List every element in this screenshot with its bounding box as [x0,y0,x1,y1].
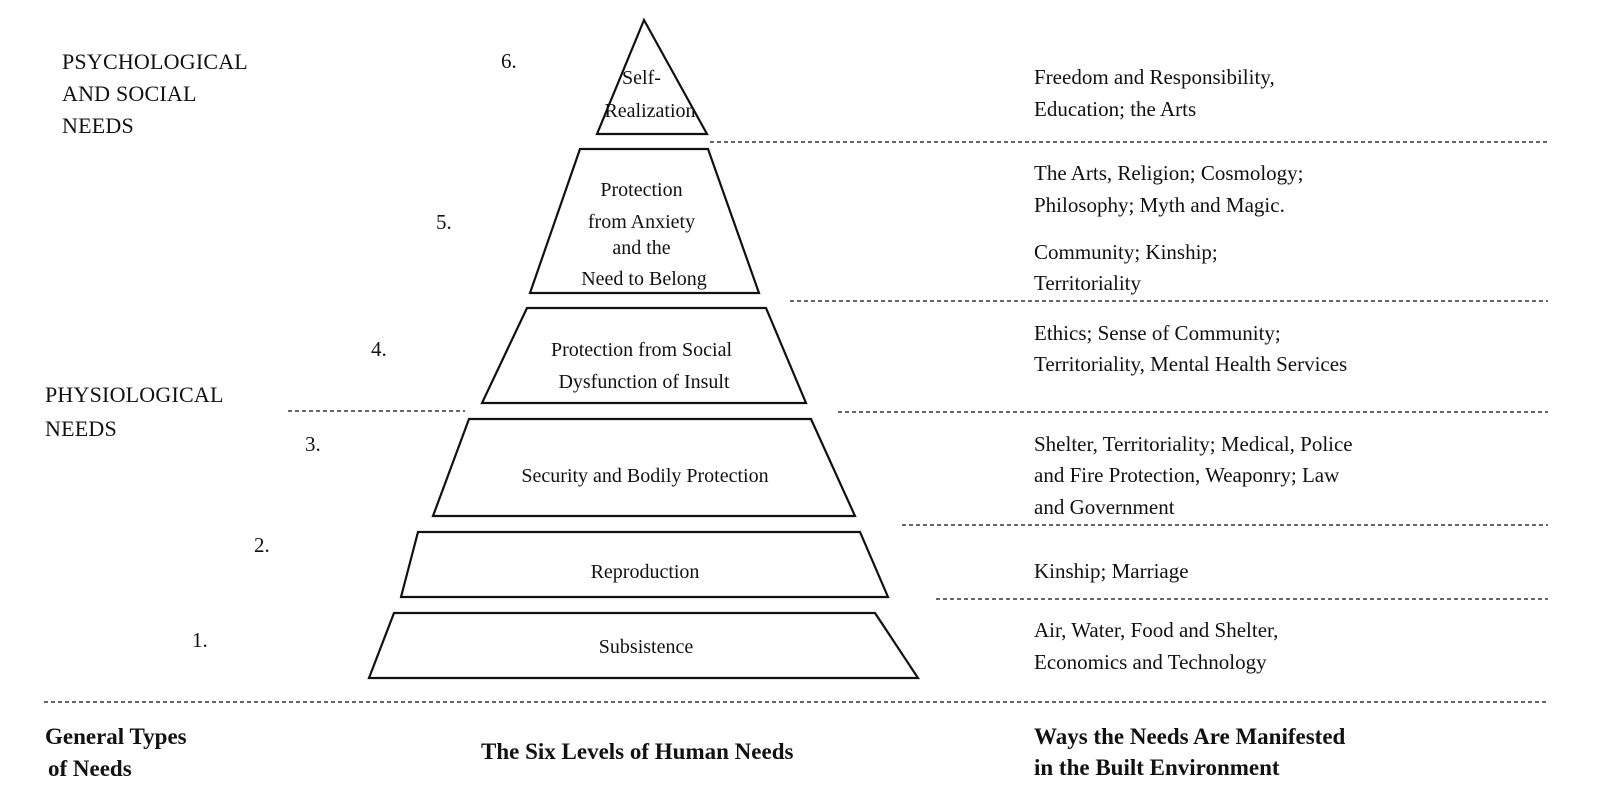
separators [44,141,1548,703]
ways-line: Ethics; Sense of Community; [1034,321,1281,345]
pyramid [367,17,921,680]
need-categories: PSYCHOLOGICAL AND SOCIAL NEEDS PHYSIOLOG… [45,49,253,441]
tier-shape-3 [431,417,857,518]
tier-label-line: and the [612,237,670,259]
caption-line: in the Built Environment [1034,755,1280,780]
ways-line: and Government [1034,495,1175,519]
level-number-2: 2. [254,533,270,557]
tier-shape-4 [480,306,808,405]
tier-label-5: Protection from Anxiety and the Need to … [581,179,707,290]
ways-line: The Arts, Religion; Cosmology; [1034,161,1304,185]
tier-label-3: Security and Bodily Protection [521,465,768,487]
tier-label-line: Subsistence [599,636,694,658]
column-captions: General Types of Needs The Six Levels of… [45,724,1351,781]
ways-line: Shelter, Territoriality; Medical, Police [1034,432,1353,456]
tier-shape-6 [595,17,709,136]
tier-label-line: Self- [622,67,661,89]
tier-shape-2 [399,530,890,599]
ways-line: Air, Water, Food and Shelter, [1034,618,1278,642]
category-line: PHYSIOLOGICAL [45,382,223,407]
tier-label-line: Need to Belong [581,268,707,290]
tier-label-1: Subsistence [599,636,694,658]
caption-line: General Types [45,724,187,749]
ways-line: and Fire Protection, Weaponry; Law [1034,463,1340,487]
ways-line: Territoriality [1034,271,1141,295]
ways-line: Kinship; Marriage [1034,559,1189,583]
level-number-5: 5. [436,210,452,234]
tier-shape-1 [367,611,921,680]
ways-line: Community; Kinship; [1034,240,1218,264]
tier-label-line: Security and Bodily Protection [521,465,768,487]
category-physiological: PHYSIOLOGICAL NEEDS [45,382,229,441]
tier-label-2: Reproduction [591,561,700,583]
ways-line: Education; the Arts [1034,97,1196,121]
ways-level-6: Freedom and Responsibility, Education; t… [1034,65,1280,121]
ways-line: Freedom and Responsibility, [1034,65,1275,89]
category-line: NEEDS [62,113,134,138]
level-number-3: 3. [305,432,321,456]
caption-line: Ways the Needs Are Manifested [1034,724,1346,749]
ways-line: Philosophy; Myth and Magic. [1034,193,1285,217]
ways-level-3: Shelter, Territoriality; Medical, Police… [1034,432,1358,519]
tier-label-line: Dysfunction of Insult [558,371,730,393]
caption-general-types: General Types of Needs [45,724,192,781]
caption-line: The Six Levels of Human Needs [481,739,793,764]
category-line: NEEDS [45,416,117,441]
ways-line: Territoriality, Mental Health Services [1034,352,1347,376]
caption-line: of Needs [48,756,132,781]
tier-label-line: Protection from Social [551,339,733,361]
ways-level-1: Air, Water, Food and Shelter, Economics … [1034,618,1284,674]
ways-level-2: Kinship; Marriage [1034,559,1189,583]
tier-shape-5 [528,147,761,295]
ways-line: Economics and Technology [1034,650,1267,674]
tier-label-4: Protection from Social Dysfunction of In… [551,339,737,393]
category-line: AND SOCIAL [62,81,196,106]
ways-level-4: Ethics; Sense of Community; Territoriali… [1034,321,1347,376]
level-numbers: 6. 5. 4. 3. 2. 1. [192,49,517,652]
level-number-1: 1. [192,628,208,652]
tier-label-line: Reproduction [591,561,700,583]
category-line: PSYCHOLOGICAL [62,49,247,74]
tier-labels: Self- Realization Protection from Anxiet… [521,67,768,658]
category-psychological-social: PSYCHOLOGICAL AND SOCIAL NEEDS [62,49,253,138]
ways-level-5: The Arts, Religion; Cosmology; Philosoph… [1034,161,1309,295]
caption-ways-manifested: Ways the Needs Are Manifested in the Bui… [1034,724,1351,780]
tier-label-line: Realization [604,100,695,122]
level-number-6: 6. [501,49,517,73]
tier-label-line: from Anxiety [588,211,695,233]
manifestations: Freedom and Responsibility, Education; t… [1034,65,1358,674]
tier-label-6: Self- Realization [604,67,695,122]
level-number-4: 4. [371,337,387,361]
caption-six-levels: The Six Levels of Human Needs [481,739,793,764]
tier-label-line: Protection [600,179,682,201]
